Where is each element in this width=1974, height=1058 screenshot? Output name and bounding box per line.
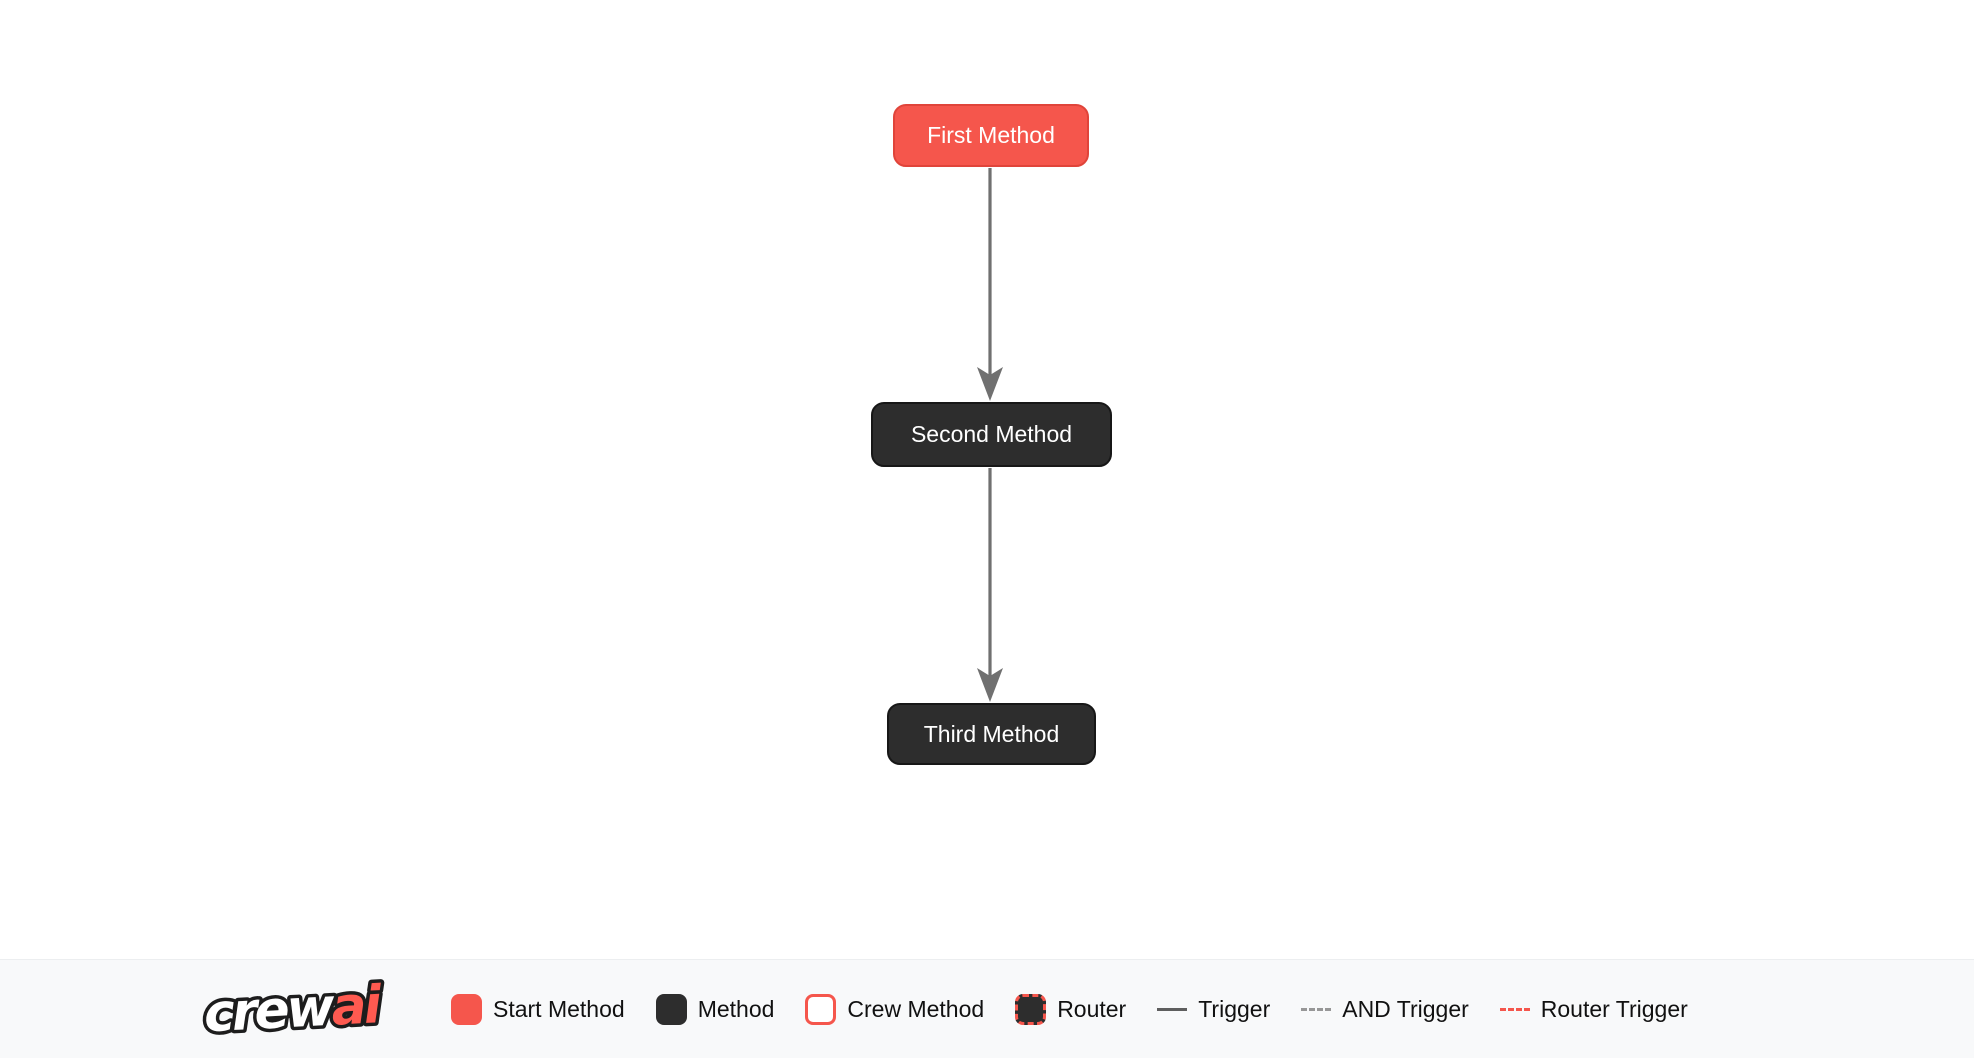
legend-item-trigger: Trigger [1157,996,1270,1023]
start-method-swatch-icon [451,993,482,1025]
edge-second-to-third [977,468,1003,702]
legend-label-trigger: Trigger [1198,995,1271,1022]
crew-method-swatch-icon [805,993,837,1025]
router-swatch-icon [1015,993,1047,1025]
legend-label-router: Router [1057,995,1127,1022]
edge-first-to-second [977,168,1003,401]
legend-item-method: Method [655,993,775,1025]
node-second-method[interactable]: Second Method [871,402,1112,467]
crewai-logo: crewai [200,975,388,1043]
legend-label-router-trigger: Router Trigger [1540,995,1688,1022]
flow-canvas[interactable]: First Method Second Method Third Method [0,0,1974,959]
legend-bar: crewai Start Method Method Crew Method R… [0,959,1974,1058]
legend-label-method: Method [697,995,775,1022]
svg-text:crewai: crewai [202,975,384,1043]
legend-item-router-trigger: Router Trigger [1499,995,1688,1023]
logo-crew-text: crew [202,978,337,1043]
node-third-method[interactable]: Third Method [887,703,1096,765]
method-swatch-icon [655,993,687,1025]
legend-label-and-trigger: AND Trigger [1342,995,1469,1022]
legend-item-router: Router [1015,993,1127,1025]
arrowhead-down-icon [977,668,1003,702]
and-trigger-line-icon [1301,1007,1332,1011]
logo-ai-text: ai [330,975,384,1038]
legend-item-start-method: Start Method [451,993,625,1025]
legend-label-crew-method: Crew Method [847,995,985,1022]
legend-item-crew-method: Crew Method [805,993,985,1025]
arrowhead-down-icon [977,367,1003,401]
legend-label-start-method: Start Method [493,995,625,1022]
node-first-method[interactable]: First Method [893,104,1089,167]
router-trigger-line-icon [1499,1007,1530,1011]
trigger-line-icon [1157,1007,1188,1011]
legend-item-and-trigger: AND Trigger [1301,996,1469,1023]
